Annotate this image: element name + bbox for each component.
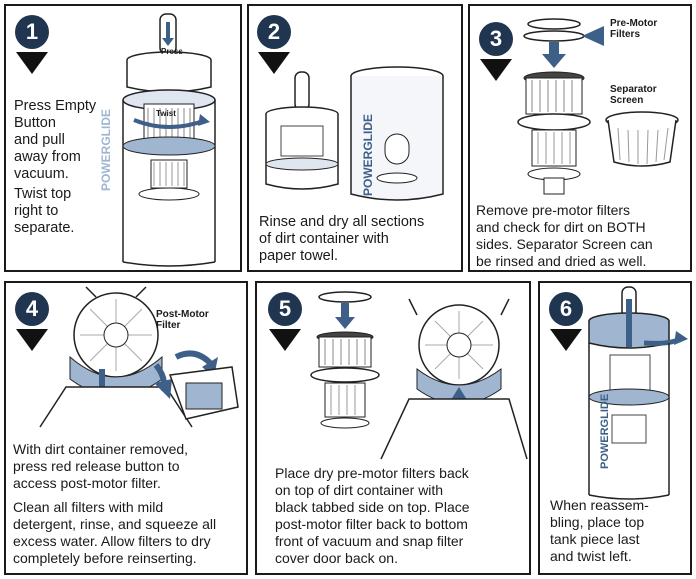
step-6-panel: 6 POWERGLIDE When reassem- bling, place …: [538, 281, 692, 575]
step-5-pointer: [269, 329, 301, 351]
step-6-pointer: [550, 329, 582, 351]
step-6-number: 6: [549, 292, 583, 326]
separator-screen-label: Separator Screen: [610, 84, 657, 106]
step-1-number: 1: [15, 15, 49, 49]
step-4-number: 4: [15, 292, 49, 326]
step-4-pointer: [16, 329, 48, 351]
reassemble-filters-illustration: [310, 291, 528, 460]
dirt-container-illustration: [122, 13, 216, 267]
press-label: Press: [161, 47, 183, 56]
post-motor-filter-label: Post-Motor Filter: [156, 309, 209, 331]
step-3-text: Remove pre-motor filters and check for d…: [476, 202, 653, 269]
step-4-panel: 4 Post-Motor Filter With dirt container …: [4, 281, 248, 575]
step-1-panel: 1 Press Twist POWERGLIDE Press Empty But…: [4, 4, 242, 272]
step-5-number: 5: [268, 292, 302, 326]
brand-watermark: POWERGLIDE: [361, 113, 375, 196]
step-1-text-2: Twist top right to separate.: [14, 186, 75, 236]
step-3-pointer: [480, 59, 512, 81]
step-6-text: When reassem- bling, place top tank piec…: [550, 497, 649, 564]
post-motor-filter-illustration: [39, 286, 239, 428]
step-2-pointer: [258, 52, 290, 74]
step-5-panel: 5 Place dry pre-motor filters back on to…: [255, 281, 531, 575]
step-3-panel: 3 Pre-Motor Filters Separator Screen Rem…: [468, 4, 692, 272]
step-5-text: Place dry pre-motor filters back on top …: [275, 465, 470, 566]
top-tank-twist-illustration: [588, 286, 688, 500]
step-2-number: 2: [257, 15, 291, 49]
step-1-pointer: [16, 52, 48, 74]
step-2-panel: 2 POWERGLIDE Rinse and dry all sections …: [247, 4, 463, 272]
pre-motor-filters-label: Pre-Motor Filters: [610, 18, 658, 40]
rinse-parts-illustration: [265, 66, 444, 201]
step-2-text: Rinse and dry all sections of dirt conta…: [259, 214, 425, 264]
pre-motor-filter-illustration: [517, 18, 679, 195]
twist-label: Twist: [156, 109, 176, 118]
step-1-text: Press Empty Button and pull away from va…: [14, 98, 97, 182]
step-3-number: 3: [479, 22, 513, 56]
step-4-text: With dirt container removed, press red r…: [13, 441, 189, 491]
brand-watermark: POWERGLIDE: [99, 108, 113, 191]
step-4-text-2: Clean all filters with mild detergent, r…: [13, 499, 217, 566]
brand-watermark: POWERGLIDE: [599, 393, 611, 469]
